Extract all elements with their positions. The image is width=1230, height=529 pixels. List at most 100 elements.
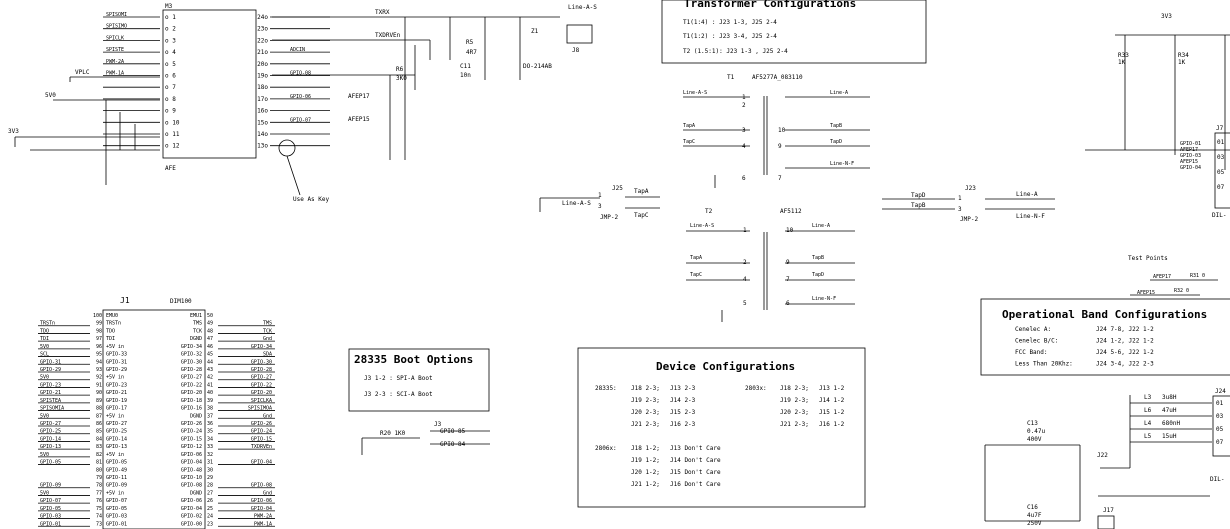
j1-left-net: GPIO-01 (40, 521, 61, 527)
j1-left-net: GPIO-07 (40, 498, 61, 504)
device-config-device: 2803x: (745, 385, 767, 392)
j1-left-net: GPIO-05 (40, 460, 61, 466)
afe-pin-net: GPIO-08 (290, 71, 311, 77)
j1-left-pin: 79 (96, 475, 102, 481)
t2-right-pin: 7 (786, 276, 790, 283)
j1-right-pin: 35 (207, 429, 213, 435)
j1-right-net: GPIO-04 (251, 460, 272, 466)
j1-left-pin: 91 (96, 382, 102, 388)
device-config-setting: J20 1-2; (631, 469, 660, 476)
j1-right-pin: 48 (207, 328, 213, 334)
j1-left-pin: 98 (96, 328, 102, 334)
device-config-setting: J14 Don't Care (670, 457, 721, 464)
device-config-setting: J13 Don't Care (670, 445, 721, 452)
afe-chip-body (162, 9, 257, 159)
t1-right-net: TapB (830, 123, 842, 129)
j23-pin: 1 (958, 195, 962, 202)
j1-right-net: GPIO-08 (251, 483, 272, 489)
j1-right-net: Gnd (263, 413, 272, 419)
j1-left-signal: +5V in (106, 375, 124, 381)
r33-value: 1K (1118, 59, 1126, 66)
j23-net: Line-A (1016, 191, 1038, 198)
test-points-title: Test Points (1128, 255, 1168, 262)
j25-pin: 3 (598, 203, 602, 210)
j1-left-net: GPIO-03 (40, 514, 61, 520)
t2-left-pin: 4 (743, 276, 747, 283)
c16-refdes: C16 (1027, 504, 1038, 511)
j23-net: Line-N-F (1016, 213, 1045, 220)
t1-right-pin: 7 (778, 175, 782, 182)
j1-right-pin: 47 (207, 336, 213, 342)
j7-net: AFEP17 (1180, 147, 1198, 153)
j1-left-pin: 74 (96, 514, 102, 520)
j17-connector (1097, 515, 1115, 529)
j1-left-net: GPIO-05 (40, 506, 61, 512)
j1-right-net: Gnd (263, 336, 272, 342)
j1-left-pin: 100 (93, 313, 102, 319)
device-config-setting: J18 1-2; (631, 445, 660, 452)
j1-right-signal: TMS (193, 321, 202, 327)
afe-pin-net: GPIO-07 (290, 117, 311, 123)
t2-refdes: T2 (705, 208, 713, 215)
afe-refdes: M3 (165, 3, 173, 10)
j7-pin: 05 (1217, 169, 1225, 176)
inductor-value: 680nH (1162, 420, 1180, 427)
j1-left-signal: TRSTn (106, 321, 121, 327)
j1-left-signal: GPIO-33 (106, 352, 127, 358)
j1-right-pin: 46 (207, 344, 213, 350)
j1-left-signal: GPIO-13 (106, 444, 127, 450)
afe-pin-number: 20o (257, 61, 268, 68)
j3-net: GPIO-85 (440, 428, 466, 435)
transformer-t1: T1 AF5277A_083110 Line-A-S1Line-A2TapA3T… (683, 74, 870, 188)
j1-right-signal: GPIO-06 (181, 452, 202, 458)
t2-right-pin: 9 (786, 259, 790, 266)
j1-left-net: GPIO-21 (40, 390, 61, 396)
band-config-value: J24 1-2, J22 1-2 (1096, 338, 1154, 345)
jumper-j3: J3 R20 1K0 GPIO-85 GPIO-84 (361, 421, 490, 455)
j1-right-signal: TCK (193, 328, 202, 334)
device-config-setting: J18 2-3; (631, 385, 660, 392)
j1-right-net: Gnd (263, 490, 272, 496)
r5-refdes: R5 (466, 39, 474, 46)
j1-right-pin: 24 (207, 514, 213, 520)
device-config-setting: J15 1-2 (819, 409, 845, 416)
test-points: Test Points AFEP17 R31 0 AFEP15 R32 0 (1128, 255, 1218, 296)
afe-pin-number: o 7 (165, 84, 176, 91)
j1-left-signal: GPIO-29 (106, 367, 127, 373)
j1-left-net: TRSTn (40, 321, 55, 327)
t2-left-net: TapC (690, 272, 702, 278)
device-config-setting: J14 2-3 (670, 397, 696, 404)
r6-refdes: R6 (396, 66, 404, 73)
j1-left-signal: GPIO-05 (106, 506, 127, 512)
j1-left-pin: 94 (96, 359, 102, 365)
j1-left-net: GPIO-13 (40, 444, 61, 450)
j1-left-signal: GPIO-27 (106, 421, 127, 427)
j1-right-signal: GPIO-32 (181, 352, 202, 358)
afe-pin-number: 21o (257, 49, 268, 56)
net-vplc: VPLC (75, 69, 90, 76)
j1-right-signal: GPIO-34 (181, 344, 202, 350)
inductor-refdes: L6 (1144, 407, 1152, 414)
j25-net: TapC (634, 212, 649, 219)
j1-left-pin: 83 (96, 444, 102, 450)
r6-value: 3K0 (396, 75, 407, 82)
j1-right-signal: GPIO-06 (181, 498, 202, 504)
afe-pin-net: PWM-1A (106, 71, 124, 77)
j1-right-signal: GPIO-15 (181, 436, 202, 442)
afe-pin-number: o 2 (165, 26, 176, 33)
j1-left-signal: GPIO-03 (106, 514, 127, 520)
j1-left-net: GPIO-23 (40, 382, 61, 388)
j1-right-signal: GPIO-02 (181, 514, 202, 520)
j1-left-net: 5V0 (40, 344, 49, 350)
device-config-setting: J19 2-3; (631, 397, 660, 404)
transformer-config-line: T2 (1.5:1): J23 1-3 , J25 2-4 (683, 48, 788, 55)
j7-net: GPIO-04 (1180, 165, 1201, 171)
c13-voltage: 400V (1027, 436, 1042, 443)
j1-left-net: TDO (40, 328, 49, 334)
transformer-t2: T2 AF5112 Line-A-S1Line-A10TapA2TapB9Tap… (686, 208, 855, 322)
j1-right-pin: 29 (207, 475, 213, 481)
jumper-j23: J23 TapD TapB 1 3 Line-A Line-N-F JMP-2 (882, 185, 1055, 223)
